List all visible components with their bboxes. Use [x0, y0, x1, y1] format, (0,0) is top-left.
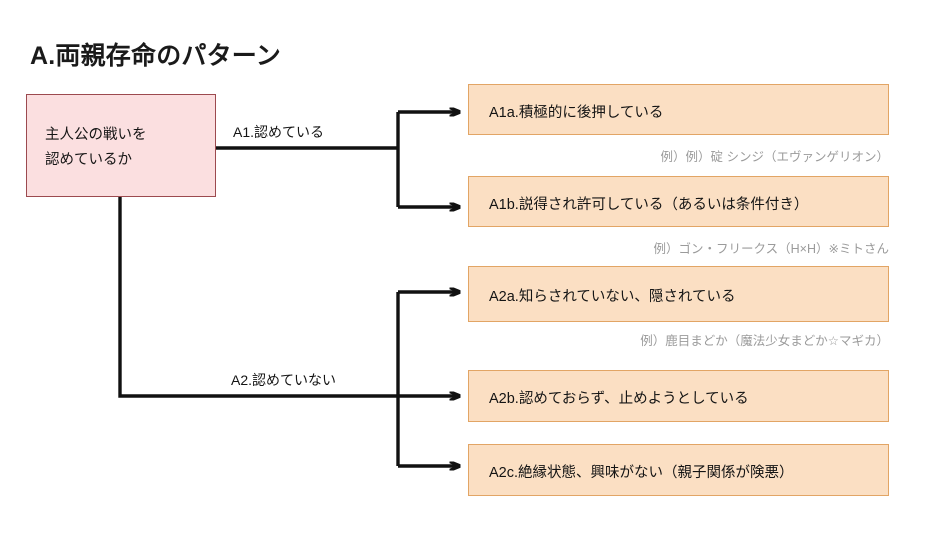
- leaf-node-a2a[interactable]: A2a.知らされていない、隠されている: [468, 266, 889, 322]
- leaf-node-a2c-label: A2c.絶縁状態、興味がない（親子関係が険悪）: [489, 465, 794, 481]
- example-note-a1a: 例）例）碇 シンジ（エヴァンゲリオン）: [660, 150, 889, 164]
- example-note-a2a: 例）鹿目まどか（魔法少女まどか☆マギカ）: [640, 334, 889, 348]
- leaf-node-a1b[interactable]: A1b.説得され許可している（あるいは条件付き）: [468, 176, 889, 227]
- page-title: A.両親存命のパターン: [30, 42, 281, 70]
- leaf-node-a2b[interactable]: A2b.認めておらず、止めようとしている: [468, 370, 889, 422]
- root-node-parents-approval[interactable]: 主人公の戦いを 認めているか: [26, 94, 216, 197]
- leaf-node-a2a-label: A2a.知らされていない、隠されている: [489, 289, 736, 305]
- edge-label-a2: A2.認めていない: [228, 370, 340, 390]
- leaf-node-a2c[interactable]: A2c.絶縁状態、興味がない（親子関係が険悪）: [468, 444, 889, 496]
- example-note-a1b: 例）ゴン・フリークス（H×H）※ミトさん: [653, 242, 889, 256]
- leaf-node-a1a[interactable]: A1a.積極的に後押している: [468, 84, 889, 135]
- leaf-node-a2b-label: A2b.認めておらず、止めようとしている: [489, 391, 749, 407]
- leaf-node-a1b-label: A1b.説得され許可している（あるいは条件付き）: [489, 197, 809, 213]
- edge-label-a1: A1.認めている: [230, 122, 328, 142]
- edge-a2-stem: [118, 197, 398, 398]
- root-node-label: 主人公の戦いを 認めているか: [45, 127, 147, 168]
- leaf-node-a1a-label: A1a.積極的に後押している: [489, 105, 664, 121]
